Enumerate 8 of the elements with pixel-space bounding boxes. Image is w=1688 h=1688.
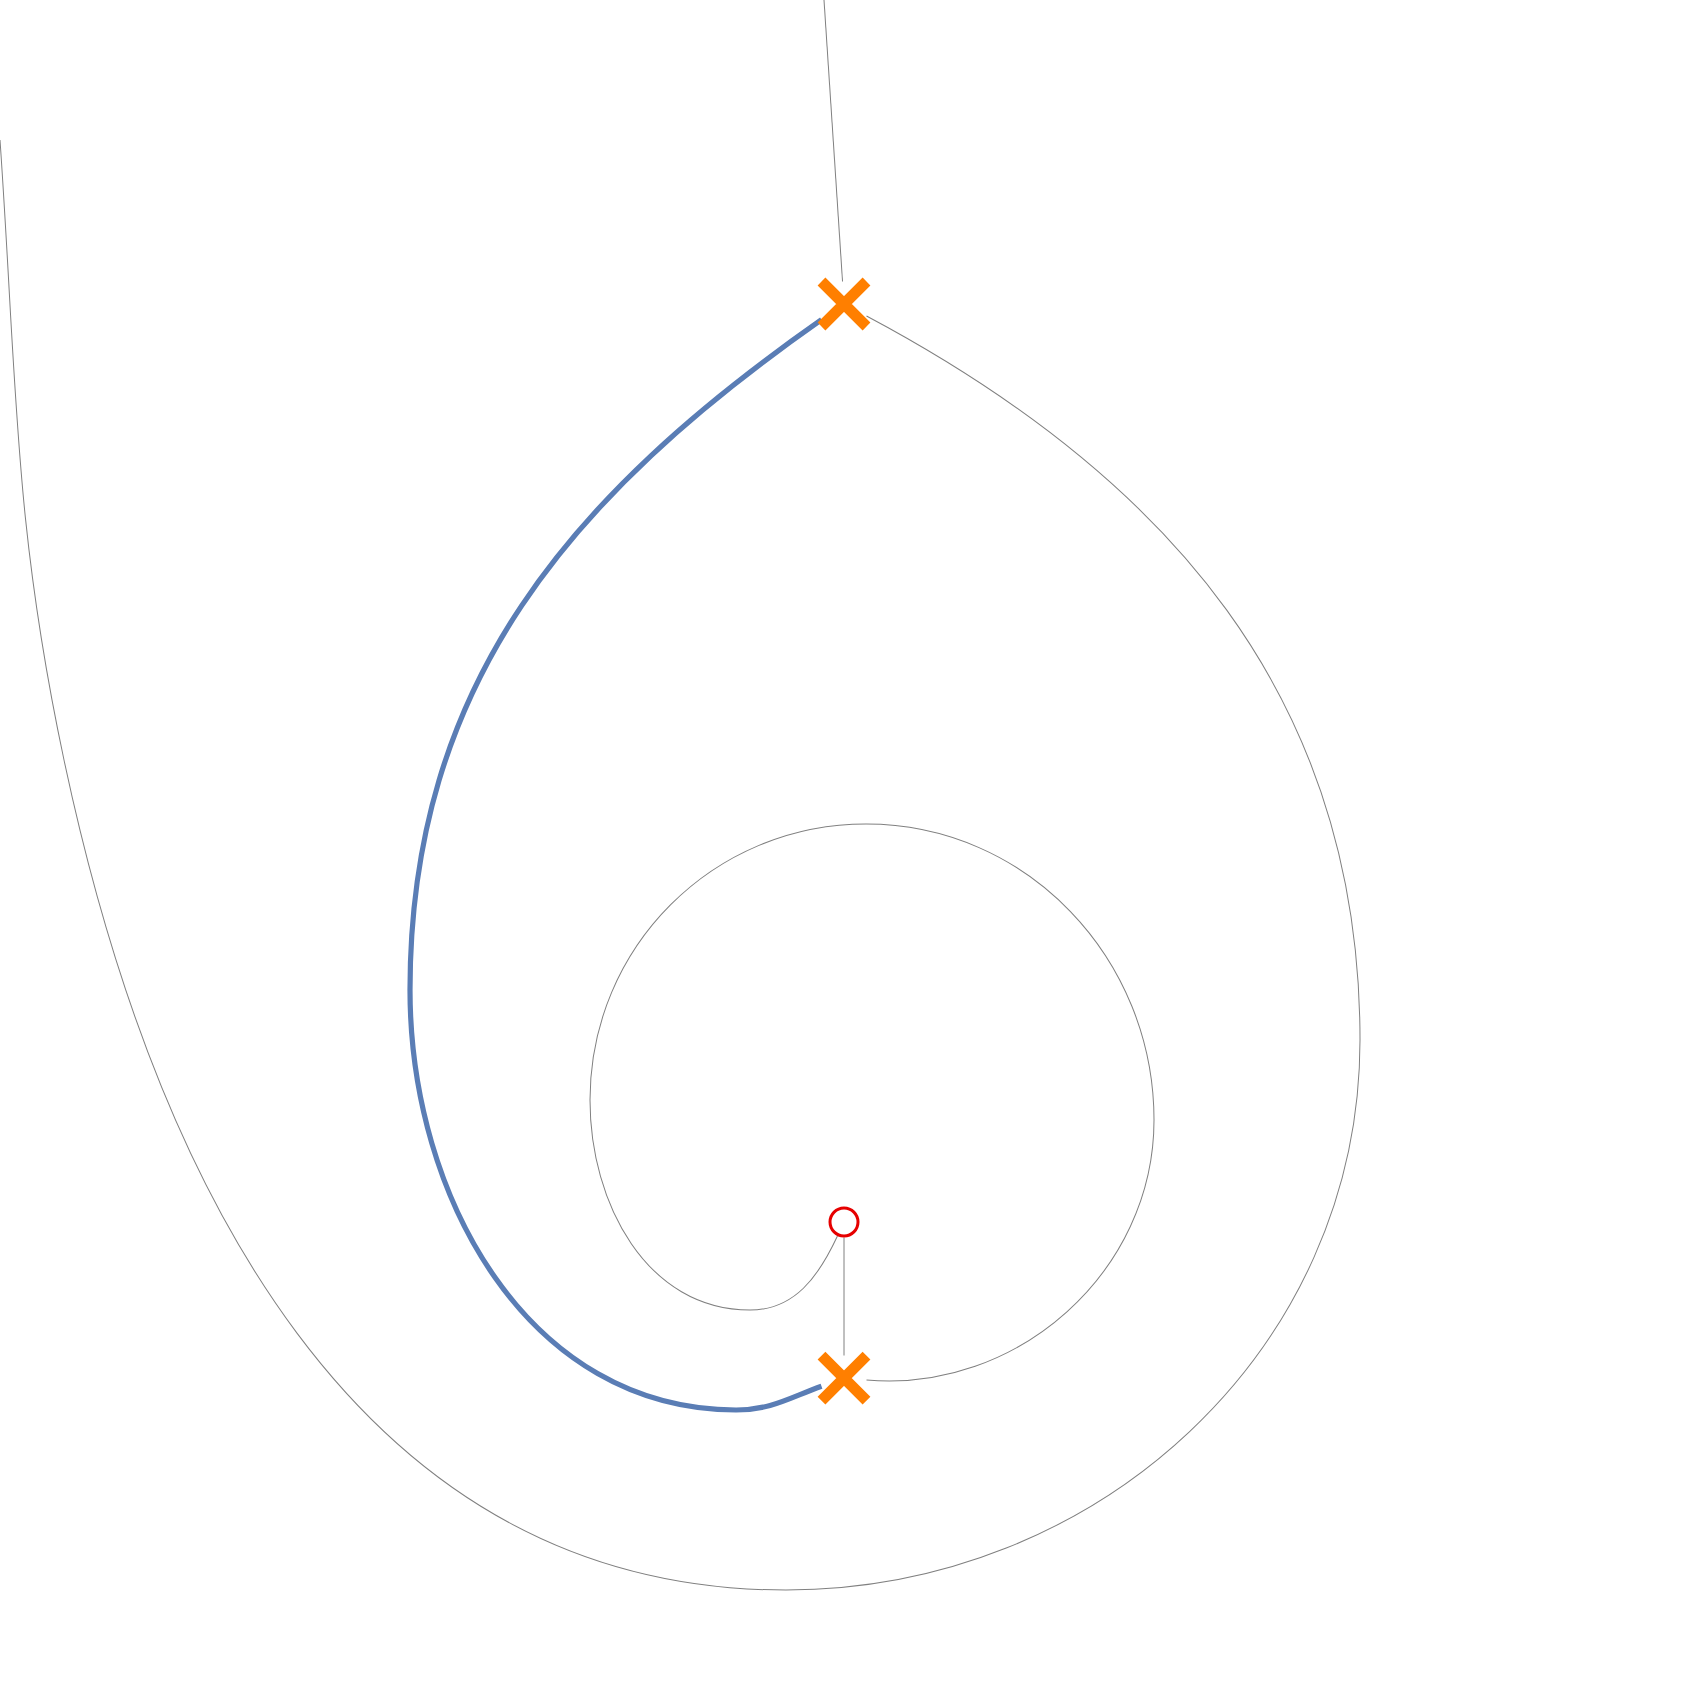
circle-marker [828, 1206, 860, 1238]
curve [0, 139, 1361, 1591]
curve [589, 823, 1155, 1382]
cross-marker [816, 1350, 872, 1406]
line [823, 0, 844, 282]
line [843, 1237, 845, 1356]
curve [407, 317, 824, 1413]
cross-marker [816, 276, 872, 332]
